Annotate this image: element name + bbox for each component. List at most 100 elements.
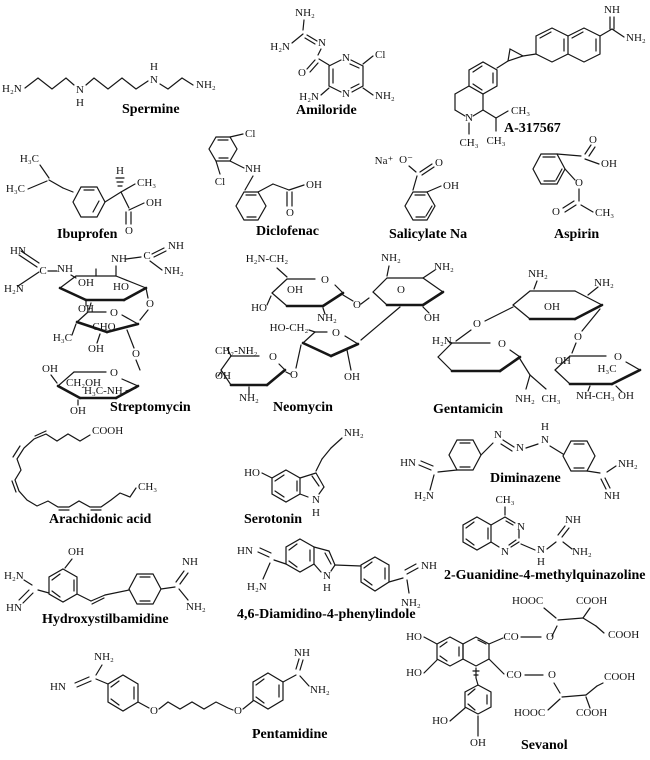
label-arachidonic: Arachidonic acid xyxy=(49,512,152,527)
atom-label: CH₃ xyxy=(595,207,614,219)
atom-label: HN xyxy=(10,245,26,257)
atom-label: H xyxy=(76,97,84,109)
atom-label: O xyxy=(150,705,158,717)
streptomycin-structure: HN C H₂N NH NH C NH NH₂ OH HO OH O O CHO… xyxy=(4,240,184,417)
atom-label: HO xyxy=(406,631,422,643)
atom-label: O xyxy=(234,705,242,717)
atom-label: O xyxy=(589,134,597,146)
atom-label: OH xyxy=(68,546,84,558)
molecule-neomycin: H₂N-CH₂ O OH HO NH₂ O NH₂ NH₂ O OH HO-CH… xyxy=(215,248,465,410)
atom-label: O xyxy=(574,331,582,343)
atom-label: CH₃ xyxy=(486,135,505,147)
atom-label: O xyxy=(332,327,340,339)
diclofenac-structure: Cl Cl NH OH O xyxy=(208,128,322,221)
bond-lines xyxy=(462,506,573,551)
atom-label: O xyxy=(110,307,118,319)
atom-label: H₂N xyxy=(4,283,24,295)
atom-label: NH₂ xyxy=(375,90,395,102)
atom-label: O xyxy=(552,206,560,218)
atom-label: OH xyxy=(618,390,634,402)
atom-label: OH xyxy=(88,343,104,355)
sevanol-structure: HOOC COOH COOH CO O HO HO CO O COOH HOOC… xyxy=(406,595,639,749)
atom-label: H xyxy=(541,421,549,433)
molecule-sevanol: HOOC COOH COOH CO O HO HO CO O COOH HOOC… xyxy=(398,588,650,760)
atom-label: HOOC xyxy=(512,595,543,607)
label-pentamidine: Pentamidine xyxy=(252,727,328,742)
atom-label: N xyxy=(150,74,158,86)
molecule-ibuprofen: H₃C H₃C H CH₃ OH O xyxy=(5,140,185,248)
atom-label: NH₂ xyxy=(186,601,206,613)
atom-label: NH xyxy=(294,647,310,659)
bond-lines xyxy=(17,247,167,406)
label-streptomycin: Streptomycin xyxy=(110,400,191,415)
atom-label: O xyxy=(125,225,133,237)
aspirin-structure: O OH O O CH₃ xyxy=(532,134,617,219)
atom-label: CH₂OH xyxy=(66,377,101,389)
atom-label: HO xyxy=(432,715,448,727)
bond-lines xyxy=(24,77,194,90)
bond-lines xyxy=(532,144,600,213)
atom-label: O xyxy=(286,207,294,219)
label-gentamicin: Gentamicin xyxy=(433,402,503,417)
atom-label: OH xyxy=(78,303,94,315)
atom-label: OH xyxy=(42,363,58,375)
atom-label: NH₂ xyxy=(434,261,454,273)
atom-label: O xyxy=(298,67,306,79)
bond-lines xyxy=(74,658,310,712)
hydroxystilbamidine-structure: OH H₂N HN NH NH₂ xyxy=(4,546,206,614)
bond-lines xyxy=(27,164,145,225)
atom-label: N xyxy=(342,88,350,100)
atom-label: Cl xyxy=(215,176,225,188)
atom-label: CH₃ xyxy=(541,393,560,405)
atom-label: OH xyxy=(443,180,459,192)
atom-label: OH xyxy=(215,370,231,382)
atom-label: H₃C xyxy=(53,332,72,344)
atom-label: NH₂ xyxy=(381,252,401,264)
label-aspirin: Aspirin xyxy=(554,227,600,242)
bond-lines xyxy=(404,163,442,221)
atom-label: H₂N xyxy=(414,490,434,502)
atom-label: NH₂ xyxy=(618,458,638,470)
atom-label: NH xyxy=(57,263,73,275)
atom-label: CH₃ xyxy=(459,137,478,149)
atom-label: NH₂ xyxy=(94,651,114,663)
atom-label: COOH xyxy=(576,595,607,607)
atom-label: H₂N-CH₂ xyxy=(246,253,289,265)
atom-label: NH₂ xyxy=(317,312,337,324)
atom-label: H₂N xyxy=(299,91,319,103)
atom-label: NH₂ xyxy=(572,546,592,558)
molecule-diclofenac: Cl Cl NH OH O xyxy=(195,128,353,240)
atom-label: H₂N xyxy=(2,83,22,95)
atom-label: N xyxy=(465,112,473,124)
atom-label: NH₂ xyxy=(295,7,315,19)
atom-label: HN xyxy=(50,681,66,693)
atom-label: OH xyxy=(70,405,86,417)
atom-label: O xyxy=(146,298,154,310)
atom-label: H₂N xyxy=(270,41,290,53)
atom-label: O xyxy=(269,351,277,363)
atom-label: CH₃ xyxy=(138,481,157,493)
atom-label: H₃C xyxy=(6,183,25,195)
atom-label: H₂N xyxy=(247,581,267,593)
atom-label: N xyxy=(318,37,326,49)
atom-label: NH₂ xyxy=(594,277,614,289)
bond-lines xyxy=(454,16,625,135)
atom-label: N xyxy=(312,494,320,506)
atom-label: H₂N xyxy=(432,335,452,347)
atom-label: HOOC xyxy=(514,707,545,719)
atom-label: OH xyxy=(544,301,560,313)
atom-label: HO xyxy=(251,302,267,314)
atom-label: O xyxy=(110,367,118,379)
molecule-aspirin: O OH O O CH₃ xyxy=(515,133,647,235)
atom-label: CH₃ xyxy=(495,494,514,506)
atom-label: H₂N xyxy=(4,570,24,582)
atom-label: NH₂ xyxy=(310,684,330,696)
bond-lines xyxy=(11,430,137,511)
atom-label: N xyxy=(516,442,524,454)
atom-label: H₃C xyxy=(597,363,616,375)
diminazene-structure: HN H₂N N N H N NH₂ NH xyxy=(400,421,638,502)
label-neomycin: Neomycin xyxy=(273,400,333,415)
molecule-arachidonic: COOH CH₃ xyxy=(2,422,174,522)
bond-lines xyxy=(291,19,374,96)
atom-label: CO xyxy=(506,669,521,681)
